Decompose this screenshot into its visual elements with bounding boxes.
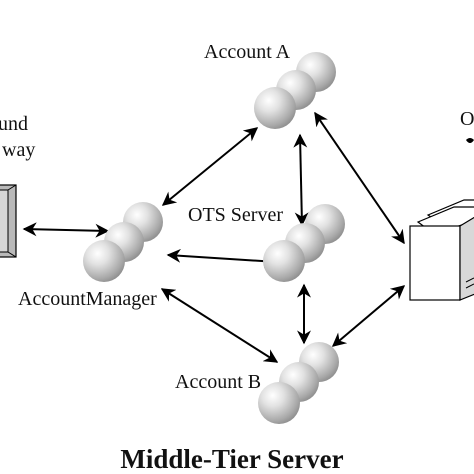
account-a-label: Account A [204, 41, 291, 63]
ots-label-bg [186, 204, 294, 226]
account-b-label: Account B [175, 371, 261, 393]
connections [22, 111, 406, 363]
conn-accounta-ots [293, 133, 309, 227]
conn-accountb-right [331, 285, 406, 347]
account-manager-sphere-cluster [83, 202, 163, 282]
conn-accountmanager-ots [166, 248, 279, 269]
conn-accountmanager-accountb [160, 288, 279, 363]
conn-accountmanager-accounta [161, 127, 259, 206]
diagram-title: Middle-Tier Server [120, 444, 343, 474]
account-b-sphere-cluster [258, 342, 339, 424]
account-a-node: Account A [204, 41, 336, 129]
ots-server-label: OTS Server [188, 204, 283, 226]
account-b-node: Account B [175, 342, 339, 424]
terminal-icon [0, 184, 17, 258]
conn-accounta-right [314, 111, 405, 245]
gateway-label-line1: und [0, 113, 28, 135]
computer-box-icon [409, 199, 474, 301]
right-node-mark-icon [466, 138, 474, 143]
account-manager-node: AccountManager [18, 202, 163, 310]
ots-server-node: OTS Server [186, 204, 345, 282]
account-manager-label: AccountManager [18, 288, 157, 310]
ots-server-sphere-cluster [263, 204, 345, 282]
account-a-sphere-cluster [254, 52, 336, 129]
gateway-label-line2: way [2, 139, 35, 161]
right-node: O [409, 108, 474, 301]
right-node-label: O [460, 108, 474, 130]
gateway-node: und way [0, 113, 35, 258]
conn-gateway-accountmanager [22, 222, 110, 238]
